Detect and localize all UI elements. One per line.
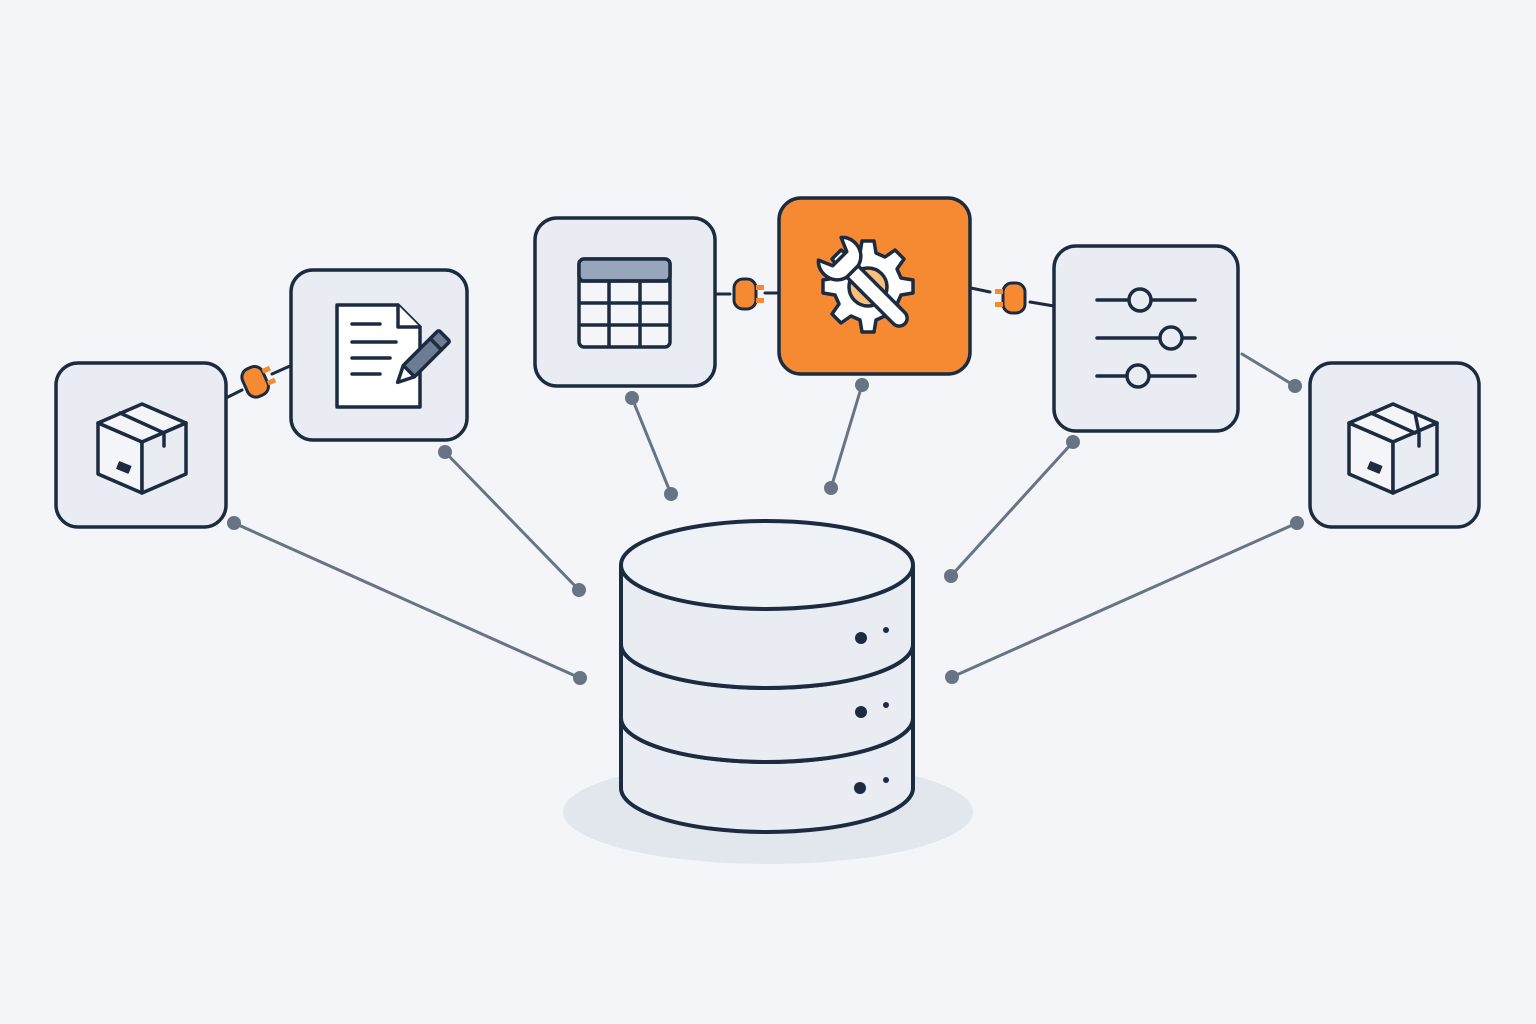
- link-document: [438, 445, 586, 597]
- link-wrench-gear: [824, 378, 869, 495]
- database-icon: [563, 519, 973, 864]
- link-package-right: [945, 516, 1304, 684]
- package-box-icon: [1347, 402, 1439, 495]
- connector-lines: [227, 352, 1304, 685]
- plug-connector-icon: [240, 365, 277, 399]
- sliders-icon: [1095, 287, 1197, 389]
- node-card-wrench-gear: [777, 196, 972, 376]
- card-joints: [224, 286, 1056, 400]
- node-card-sliders: [1052, 244, 1240, 433]
- plug-connector-icon: [732, 277, 764, 311]
- link-sliders-package: [1240, 352, 1302, 393]
- package-box-icon: [96, 402, 188, 495]
- link-sliders: [944, 435, 1080, 583]
- database-disk-top: [619, 519, 915, 690]
- node-card-table: [533, 216, 717, 388]
- document-edit-icon: [335, 303, 451, 409]
- node-card-package-right: [1308, 361, 1481, 529]
- pencil-icon: [395, 329, 451, 385]
- link-table: [625, 391, 678, 501]
- node-card-document: [289, 268, 469, 442]
- wrench-gear-icon: [816, 235, 915, 334]
- table-grid-icon: [577, 257, 672, 349]
- wrench-icon: [816, 235, 909, 328]
- link-package-left: [227, 516, 587, 685]
- node-card-package-left: [54, 361, 228, 529]
- plug-connector-icon: [995, 281, 1027, 315]
